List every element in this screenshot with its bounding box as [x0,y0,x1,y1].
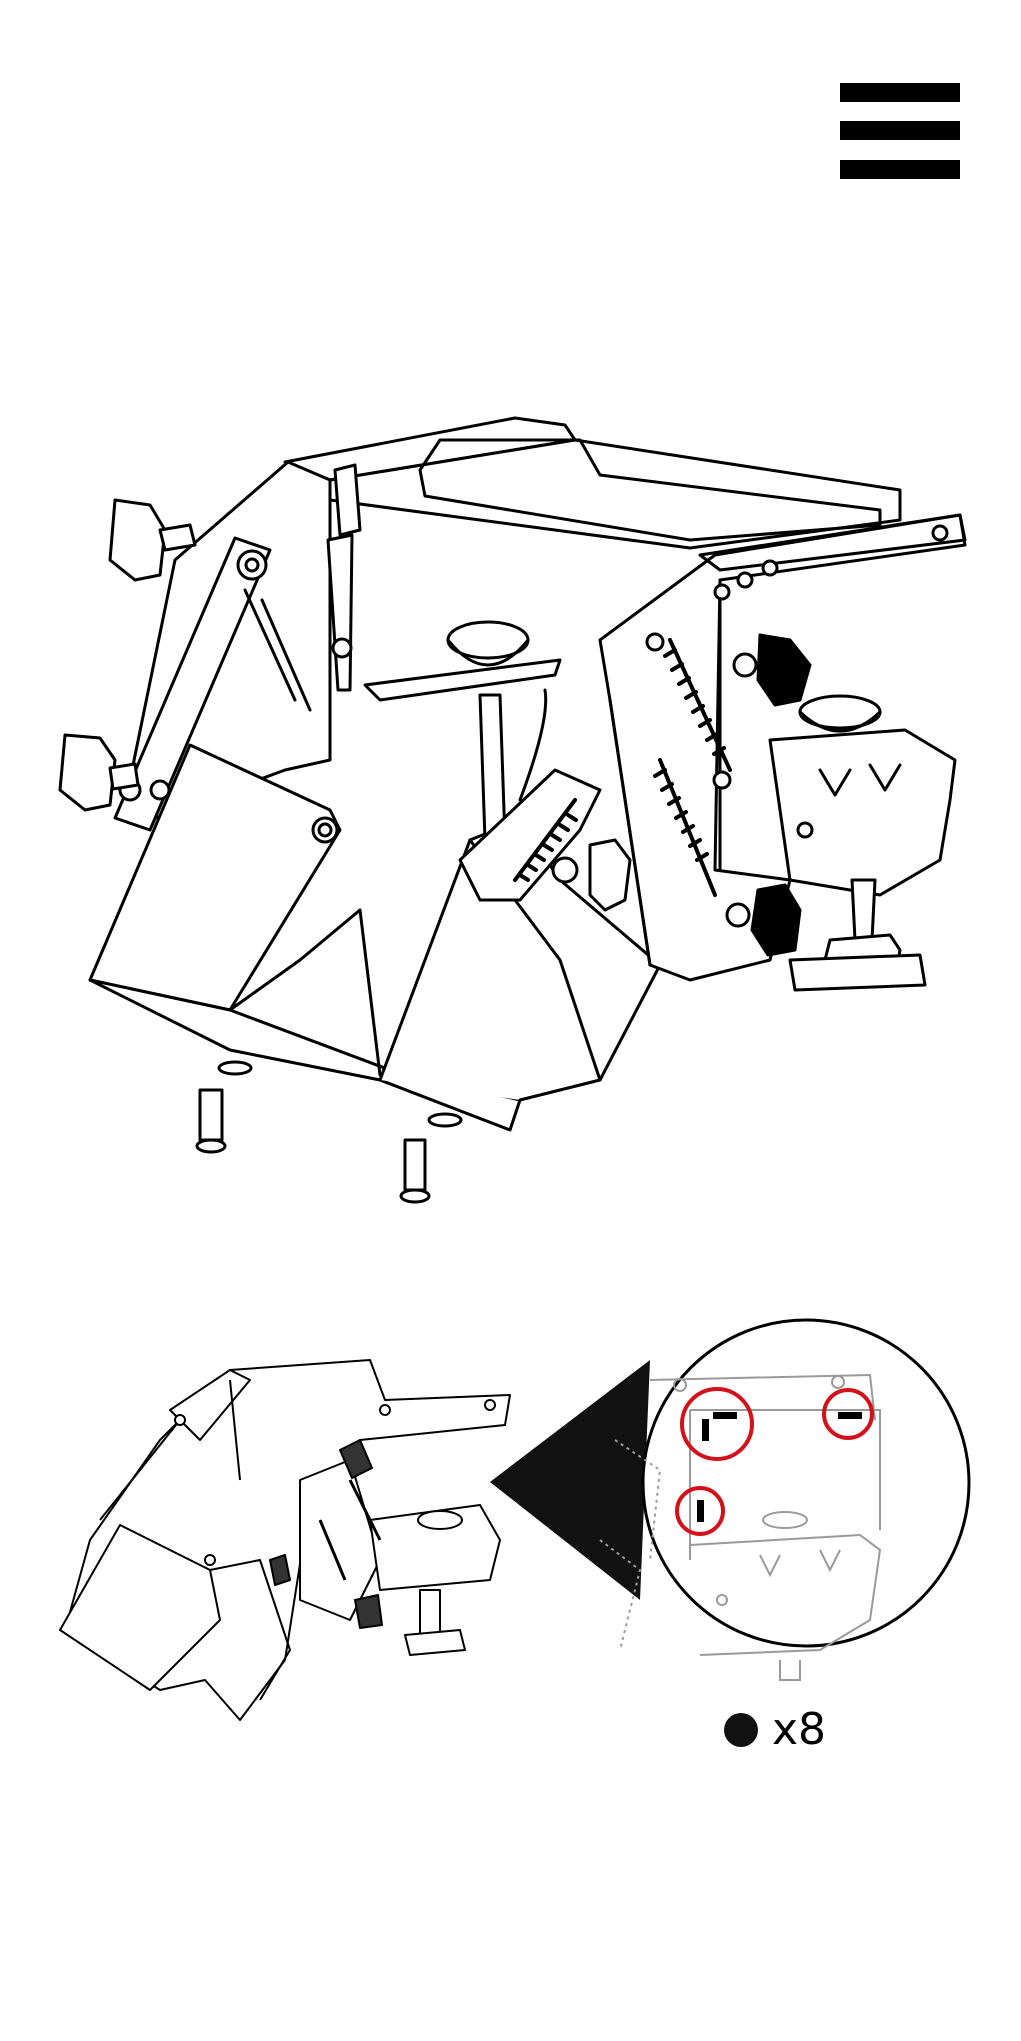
zoom-circle [643,1320,969,1646]
quantity-label: x8 [772,1700,826,1760]
filled-dot-icon [724,1713,758,1747]
hardware-quantity-callout: x8 [724,1700,826,1760]
callout-pointer [490,1360,650,1600]
